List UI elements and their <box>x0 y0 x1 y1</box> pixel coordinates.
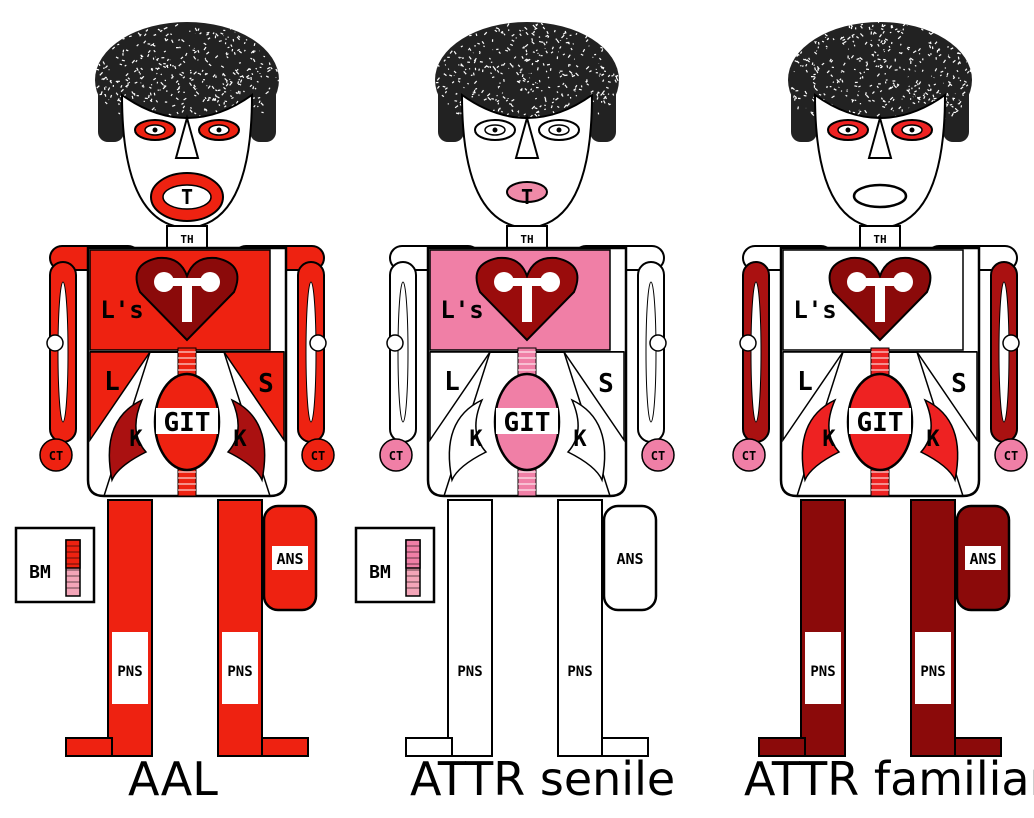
leg-left <box>801 500 845 756</box>
pupil-right <box>910 128 915 133</box>
pns-label-left: PNS <box>810 664 835 680</box>
hair-right <box>250 80 276 142</box>
ct-label-left: CT <box>389 449 403 463</box>
ct-label-left: CT <box>49 449 63 463</box>
bm-label: BM <box>29 562 51 583</box>
hair-right <box>943 80 969 142</box>
leg-left <box>108 500 152 756</box>
caption-aal: AAL <box>128 752 218 806</box>
tongue-label: T <box>181 185 193 209</box>
heart-t-stem <box>522 286 532 322</box>
figure-1: T TH L'sL S K K GIT CT CT PNS PNS ANS BM <box>16 22 334 756</box>
hair-right <box>590 80 616 142</box>
spleen-label: S <box>598 369 614 399</box>
leg-right <box>558 500 602 756</box>
heart-t-stem <box>875 286 885 322</box>
elbow-right <box>650 335 666 351</box>
leg-right <box>218 500 262 756</box>
lungs-label: L's <box>440 296 483 324</box>
heart-t-bar <box>172 278 202 286</box>
caption-attr-senile: ATTR senile <box>410 752 675 806</box>
thyroid-label: TH <box>520 233 533 246</box>
liver-label: L <box>444 367 460 397</box>
ct-label-right: CT <box>651 449 665 463</box>
kidney-label-left: K <box>129 427 143 452</box>
thyroid-label: TH <box>180 233 193 246</box>
git-label: GIT <box>504 408 551 438</box>
arm-right-bone <box>646 282 656 422</box>
elbow-left <box>387 335 403 351</box>
leg-left <box>448 500 492 756</box>
hair-left <box>791 80 817 142</box>
kidney-label-left: K <box>822 427 836 452</box>
lungs-label: L's <box>100 296 143 324</box>
heart-hole-right <box>200 272 220 292</box>
foot-left <box>66 738 112 756</box>
elbow-right <box>1003 335 1019 351</box>
git-label: GIT <box>164 408 211 438</box>
elbow-right <box>310 335 326 351</box>
ct-label-right: CT <box>1004 449 1018 463</box>
arm-right-bone <box>999 282 1009 422</box>
tongue-label: T <box>521 185 533 209</box>
pupil-left <box>493 128 498 133</box>
arm-left-bone <box>58 282 68 422</box>
pns-label-right: PNS <box>227 664 252 680</box>
heart-t-stem <box>182 286 192 322</box>
kidney-label-right: K <box>926 427 940 452</box>
bm-label: BM <box>369 562 391 583</box>
heart-hole-left <box>847 272 867 292</box>
bm-box <box>356 528 434 602</box>
ans-label: ANS <box>276 550 303 568</box>
spleen-label: S <box>258 369 274 399</box>
lungs-label: L's <box>793 296 836 324</box>
figure-2: T TH L'sL S K K GIT CT CT PNS PNS ANS BM <box>356 22 674 756</box>
pupil-right <box>217 128 222 133</box>
pns-label-right: PNS <box>920 664 945 680</box>
arm-left-bone <box>751 282 761 422</box>
caption-attr-familiare: ATTR familiare <box>744 752 1034 806</box>
ct-label-left: CT <box>742 449 756 463</box>
kidney-label-right: K <box>233 427 247 452</box>
hair-left <box>438 80 464 142</box>
kidney-label-right: K <box>573 427 587 452</box>
leg-right <box>911 500 955 756</box>
pns-label-left: PNS <box>457 664 482 680</box>
pupil-right <box>557 128 562 133</box>
git-label: GIT <box>857 408 904 438</box>
heart-hole-left <box>494 272 514 292</box>
ans-label: ANS <box>616 550 643 568</box>
liver-label: L <box>797 367 813 397</box>
pupil-left <box>846 128 851 133</box>
pns-label-right: PNS <box>567 664 592 680</box>
figure-3: TH L'sL S K K GIT CT CT PNS PNS ANS <box>733 22 1027 756</box>
ans-label: ANS <box>969 550 996 568</box>
spleen-label: S <box>951 369 967 399</box>
elbow-left <box>740 335 756 351</box>
pns-label-left: PNS <box>117 664 142 680</box>
mouth <box>854 185 906 207</box>
heart-t-bar <box>512 278 542 286</box>
pupil-left <box>153 128 158 133</box>
heart-hole-right <box>540 272 560 292</box>
hair-left <box>98 80 124 142</box>
arm-left-bone <box>398 282 408 422</box>
liver-label: L <box>104 367 120 397</box>
bm-box <box>16 528 94 602</box>
heart-t-bar <box>865 278 895 286</box>
heart-hole-right <box>893 272 913 292</box>
kidney-label-left: K <box>469 427 483 452</box>
ct-label-right: CT <box>311 449 325 463</box>
foot-right <box>262 738 308 756</box>
heart-hole-left <box>154 272 174 292</box>
arm-right-bone <box>306 282 316 422</box>
thyroid-label: TH <box>873 233 886 246</box>
elbow-left <box>47 335 63 351</box>
